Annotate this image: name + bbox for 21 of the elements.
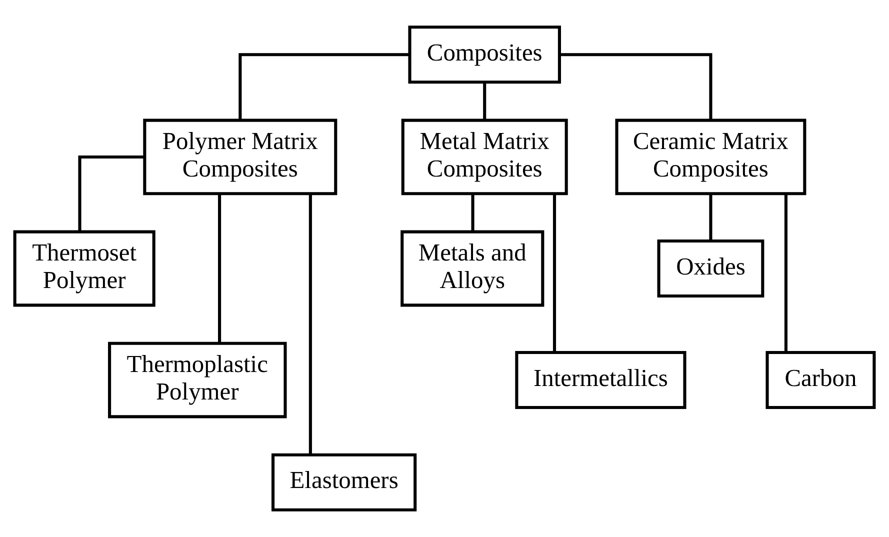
connector <box>471 194 474 232</box>
node-box: Ceramic Matrix Composites <box>615 118 806 196</box>
node-box: Oxides <box>657 239 764 298</box>
node-box: Polymer Matrix Composites <box>143 118 338 196</box>
connector <box>560 53 712 120</box>
connector <box>709 194 712 241</box>
node-box: Thermoset Polymer <box>13 230 156 307</box>
node-box: Metals and Alloys <box>400 230 544 307</box>
node-box: Thermoplastic Polymer <box>108 342 287 418</box>
node-box: Metal Matrix Composites <box>401 118 568 196</box>
node-box: Composites <box>408 26 561 84</box>
connector <box>552 194 556 352</box>
node-box: Intermetallics <box>515 351 686 410</box>
connector <box>238 53 410 120</box>
node-box: Carbon <box>766 351 876 410</box>
connector <box>483 82 486 120</box>
connector <box>784 194 788 352</box>
connector <box>218 194 222 344</box>
connector <box>308 194 312 455</box>
connector <box>78 155 145 232</box>
node-box: Elastomers <box>271 453 417 512</box>
